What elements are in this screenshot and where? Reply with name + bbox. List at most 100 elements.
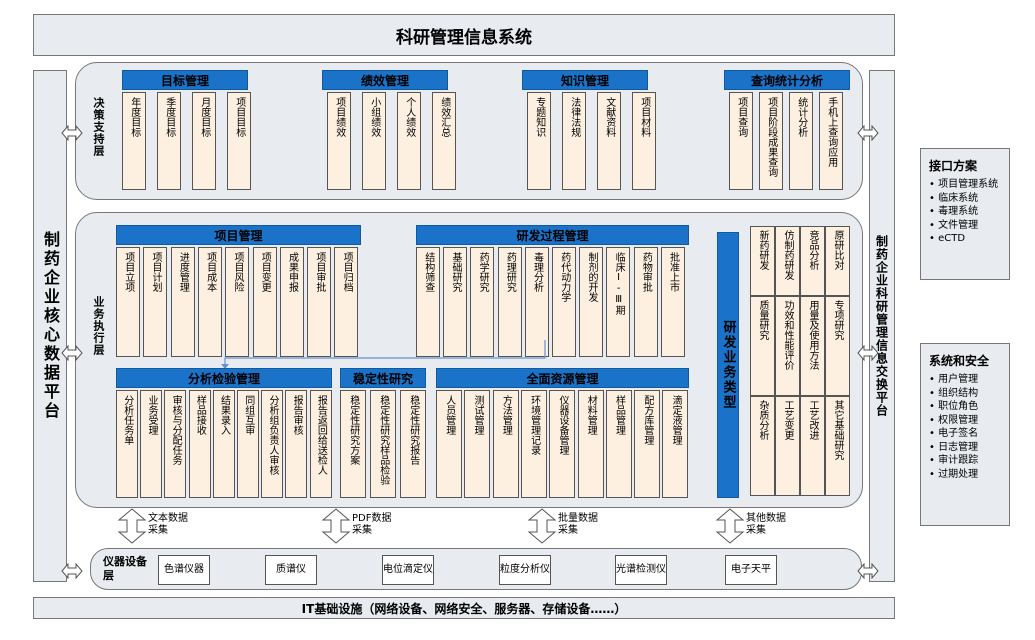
decision-item-label: 文献资料	[603, 97, 615, 137]
module-cell: 项目变更	[252, 247, 277, 357]
module-cell: 报告返回给送检人	[309, 390, 332, 498]
rd-type-cell: 专项研究	[825, 296, 850, 396]
list-item: 临床系统	[929, 192, 1003, 206]
module-cell: 配方库管理	[634, 390, 661, 498]
rd-type-cell-label: 工艺改进	[807, 400, 818, 440]
module-cell-label: 项目立项	[122, 252, 134, 292]
rd-type-cell-label: 用量及使用方法	[807, 300, 818, 370]
rd-type-cell-label: 质量研究	[757, 300, 768, 340]
security-title: 系统和安全	[929, 354, 990, 368]
collect-label: 其他数据采集	[746, 513, 786, 536]
decision-item: 季度目标	[157, 92, 181, 190]
double-arrow-icon	[857, 125, 879, 141]
right-platform: 制药企业科研管理信息交换平台	[869, 70, 895, 582]
resource-header: 全面资源管理	[436, 368, 689, 388]
double-arrow-icon	[857, 563, 879, 579]
decision-item: 年度目标	[122, 92, 146, 190]
decision-item-label: 项目绩效	[333, 97, 345, 137]
module-cell: 分析组负责人审核	[261, 390, 284, 498]
module-cell: 人员管理	[436, 390, 462, 498]
module-cell: 环境管理记录	[520, 390, 547, 498]
module-cell: 报告审核	[285, 390, 308, 498]
decision-item: 项目材料	[632, 92, 656, 190]
decision-item-label: 统计分析	[795, 97, 807, 137]
decision-layer-label: 决策支持层	[92, 97, 105, 157]
decision-item: 绩效汇总	[432, 92, 456, 190]
module-cell: 临床Ⅰ-Ⅲ期	[606, 247, 631, 357]
collect-label: 批量数据采集	[558, 513, 598, 536]
module-cell-label: 进度管理	[177, 252, 189, 292]
module-cell-label: 成果申报	[286, 252, 298, 292]
module-cell: 仪器设备管理	[549, 390, 576, 498]
stability-header: 稳定性研究	[340, 368, 426, 388]
module-cell: 分析任务单	[116, 390, 138, 498]
module-cell: 药理研究	[497, 247, 522, 357]
rd-type-cell-label: 新药研发	[757, 230, 768, 270]
device-item: 光谱检测仪	[615, 555, 667, 585]
module-cell-label: 样品管理	[613, 395, 625, 435]
rd-type-cell-label: 竞品分析	[807, 230, 818, 270]
module-cell: 方法管理	[492, 390, 519, 498]
decision-item-label: 项目材料	[638, 97, 650, 137]
module-cell: 项目审批	[307, 247, 332, 357]
module-cell-label: 业务受理	[145, 395, 157, 435]
module-cell: 材料管理	[577, 390, 604, 498]
rd-type-cell: 功效和性能评价	[775, 296, 800, 396]
decision-item-label: 法律法规	[568, 97, 580, 137]
rd-type-cell-label: 仿制药研发	[782, 230, 793, 280]
module-cell: 稳定性研究方案	[340, 390, 366, 498]
module-cell-label: 稳定性研究样品检验	[377, 395, 389, 485]
module-cell: 成果申报	[279, 247, 304, 357]
rd-type-cell: 其它基础研究	[825, 396, 850, 496]
module-cell: 测试管理	[464, 390, 491, 498]
module-cell-label: 方法管理	[500, 395, 512, 435]
module-cell-label: 药理研究	[504, 252, 516, 292]
collect-label: 文本数据采集	[148, 513, 188, 536]
decision-item: 项目阶段成果查询	[759, 92, 783, 190]
module-cell-label: 项目计划	[150, 252, 162, 292]
module-cell: 稳定性研究报告	[400, 390, 426, 498]
module-cell: 审核与分配任务	[164, 390, 187, 498]
module-cell: 药代动力学	[552, 247, 576, 357]
module-cell: 业务受理	[140, 390, 163, 498]
rd-type-cell: 工艺变更	[775, 396, 800, 496]
module-cell-label: 结果录入	[218, 395, 230, 435]
module-cell-label: 样品接收	[194, 395, 206, 435]
decision-item: 统计分析	[789, 92, 813, 190]
decision-item: 项目查询	[729, 92, 753, 190]
rd-type-grid: 新药研发仿制药研发竞品分析原研比对质量研究功效和性能评价用量及使用方法专项研究杂…	[750, 226, 850, 496]
analysis-header: 分析检验管理	[116, 368, 332, 388]
module-cell-label: 审核与分配任务	[170, 395, 182, 465]
left-platform: 制药企业核心数据平台	[33, 70, 67, 582]
list-item: 电子签名	[929, 427, 1003, 441]
project-mgmt-header: 项目管理	[116, 225, 361, 245]
module-cell: 进度管理	[170, 247, 195, 357]
rd-type-cell: 竞品分析	[800, 226, 825, 296]
module-cell-label: 稳定性研究报告	[407, 395, 419, 465]
decision-item-label: 绩效汇总	[438, 97, 450, 137]
rd-type-cell-label: 专项研究	[832, 300, 843, 340]
decision-item: 项目绩效	[327, 92, 351, 190]
module-cell-label: 配方库管理	[641, 395, 653, 445]
module-cell-label: 测试管理	[472, 395, 484, 435]
rd-type-header: 研发业务类型	[717, 232, 739, 498]
decision-item: 文献资料	[597, 92, 621, 190]
module-cell: 项目计划	[143, 247, 168, 357]
decision-item: 手机上查询应用	[819, 92, 843, 190]
module-cell-label: 结构筛查	[422, 252, 434, 292]
rd-process-header: 研发过程管理	[416, 225, 689, 245]
decision-item-label: 季度目标	[163, 97, 175, 137]
module-cell-label: 报告审核	[291, 395, 303, 435]
module-cell: 样品管理	[605, 390, 632, 498]
module-cell-label: 药学研究	[477, 252, 489, 292]
rd-type-cell: 用量及使用方法	[800, 296, 825, 396]
module-cell: 制剂的开发	[579, 247, 604, 357]
infrastructure-bar: IT基础设施（网络设备、网络安全、服务器、存储设备……）	[33, 597, 895, 619]
device-item: 粒度分析仪	[499, 555, 551, 585]
module-cell-label: 项目审批	[313, 252, 325, 292]
decision-item-label: 项目阶段成果查询	[765, 97, 777, 177]
business-layer-label: 业务执行层	[92, 296, 105, 356]
module-cell-label: 分析任务单	[121, 395, 133, 445]
list-item: eCTD	[929, 232, 1003, 246]
decision-item: 法律法规	[562, 92, 586, 190]
